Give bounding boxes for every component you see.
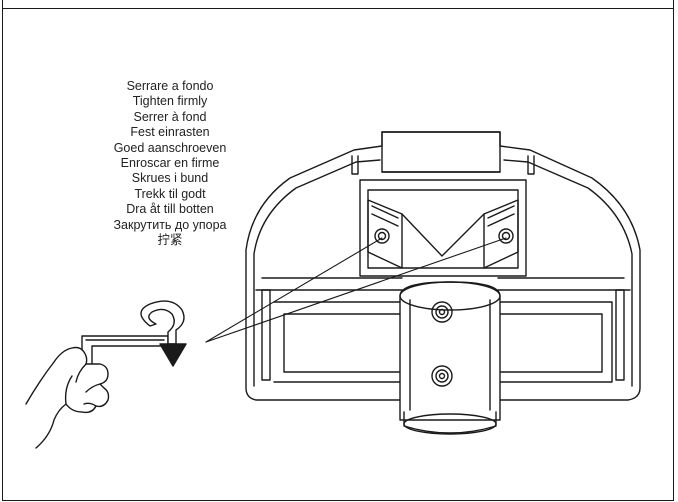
tube-bottom <box>403 411 497 434</box>
left-post <box>351 155 359 175</box>
tube-body <box>399 281 501 421</box>
bracket-frame <box>359 179 527 277</box>
tube-screw-top-inner <box>438 308 446 316</box>
bracket-inner <box>367 189 519 269</box>
instruction-line-no: Trekk til godt <box>134 186 206 201</box>
leader-right <box>205 237 507 343</box>
tube-screw-top-outer <box>431 301 453 323</box>
leader-left <box>205 237 383 343</box>
clamp-bracket <box>359 179 527 277</box>
instruction-line-en: Tighten firmly <box>132 94 208 109</box>
right-post <box>527 155 535 175</box>
instruction-line-da: Skrues i bund <box>131 171 209 186</box>
tighten-instructions: Serrare a fondo Tighten firmly Serrer à … <box>60 79 280 248</box>
base-unit <box>245 131 641 401</box>
instruction-line-ru: Закрутить до упора <box>113 217 227 232</box>
right-flange <box>615 289 625 381</box>
instruction-line-es: Enroscar en firme <box>120 156 220 171</box>
instruction-line-sv: Dra åt till botten <box>126 202 214 217</box>
tube-screw-top-mid <box>435 305 449 319</box>
tube-top-rim <box>399 281 501 311</box>
instruction-line-fr: Serrer à fond <box>133 109 207 124</box>
tube-screw-bottom-mid <box>435 369 449 383</box>
bracket-v <box>401 213 485 257</box>
lower-cavity-inner <box>283 313 603 373</box>
rotation-arrow-icon <box>140 300 187 367</box>
bracket-left-plate <box>367 199 403 269</box>
top-rule <box>2 8 674 9</box>
leader-lines <box>205 237 507 343</box>
tube-socket <box>399 281 501 435</box>
bracket-right-plate <box>483 199 519 269</box>
instruction-line-nl: Goed aanschroeven <box>113 140 227 155</box>
tube-screw-bottom-inner <box>438 372 446 380</box>
base-outer-shell <box>245 131 641 401</box>
tube-screw-bottom-outer <box>431 365 453 387</box>
top-box <box>381 131 501 173</box>
hand-with-key <box>25 300 187 449</box>
instruction-line-de: Fest einrasten <box>130 125 210 140</box>
bracket-hatching <box>371 205 515 227</box>
left-flange <box>261 289 271 381</box>
left-bolt-outer <box>374 228 390 244</box>
right-bolt-inner <box>501 231 511 241</box>
left-bolt-inner <box>377 231 387 241</box>
hand-icon <box>25 346 110 449</box>
instruction-line-it: Serrare a fondo <box>126 79 214 93</box>
instruction-line-zh: 拧紧 <box>157 233 183 248</box>
base-inner-shell <box>253 159 633 387</box>
right-bolt-outer <box>498 228 514 244</box>
tube-mouth <box>403 413 497 435</box>
lower-cavity <box>273 301 613 383</box>
